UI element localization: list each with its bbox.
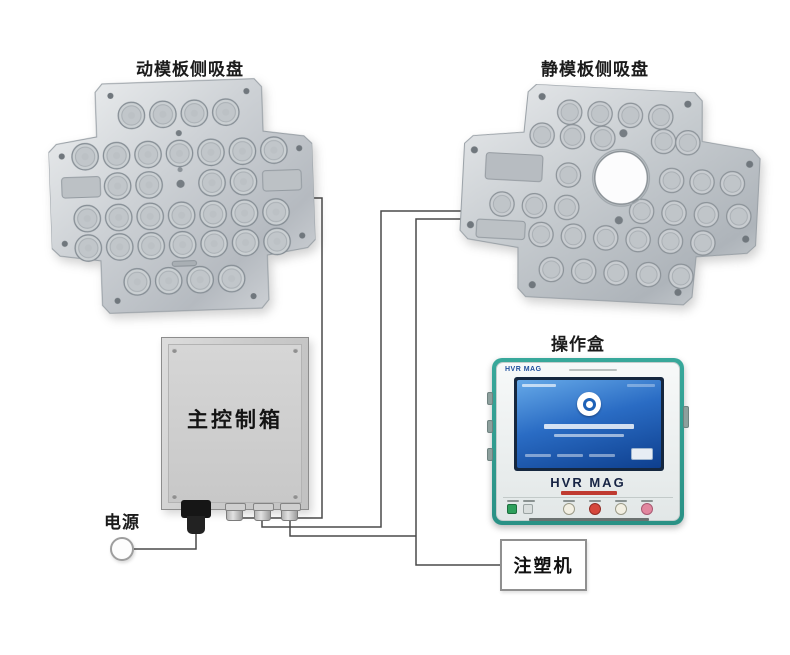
side-connector-tab <box>487 448 493 461</box>
indicator-lamp-red <box>589 503 601 515</box>
wire-static-platen-1 <box>261 210 461 528</box>
locating-ring-hole <box>592 148 651 207</box>
static-platen-chuck <box>459 83 761 306</box>
power-cable-gland <box>181 500 211 518</box>
button-label-text <box>523 500 535 502</box>
indicator-lamp-pink <box>641 503 653 515</box>
panel-brand-subtext <box>561 491 617 495</box>
wire-static-platen-2 <box>415 218 500 566</box>
button-label-text <box>563 500 575 502</box>
side-hinge-tab <box>683 406 689 428</box>
cable-connector-3 <box>280 503 301 521</box>
button-label-text <box>615 500 627 502</box>
cable-connector-1 <box>225 503 246 521</box>
operation-panel: HVR MAG HVR MAG <box>487 358 689 525</box>
panel-face: HVR MAG HVR MAG <box>496 362 680 521</box>
panel-brand-text: HVR MAG <box>550 475 626 490</box>
wire-power <box>134 532 197 550</box>
side-connector-tab <box>487 420 493 433</box>
magnet-glyph-icon <box>582 397 596 411</box>
screen-subtitle-line <box>554 434 624 437</box>
power-cable-gland-body <box>187 516 205 534</box>
side-connector-tab <box>487 392 493 405</box>
panel-brand-small: HVR MAG <box>505 366 542 373</box>
control-box-door <box>168 344 302 503</box>
panel-screen-bezel <box>514 377 664 471</box>
panel-divider <box>503 497 673 498</box>
moving-platen-chuck <box>47 78 317 314</box>
plate-slots-and-holes <box>466 93 754 296</box>
injection-machine-label: 注塑机 <box>513 556 574 576</box>
screen-button <box>631 448 653 460</box>
wire-machine-branch <box>289 521 416 537</box>
screen-title-line <box>544 424 634 429</box>
power-label: 电源 <box>104 513 140 532</box>
power-source-icon <box>110 537 134 561</box>
indicator-lamp <box>563 503 575 515</box>
main-control-box: 主控制箱 <box>161 337 309 510</box>
moving-platen-label: 动模板侧吸盘 <box>136 60 244 79</box>
operation-box-label: 操作盒 <box>551 335 605 354</box>
cable-connector-2 <box>253 503 274 521</box>
plate-slots-and-holes <box>58 88 306 304</box>
injection-machine-box: 注塑机 <box>500 539 587 591</box>
screen-footer-text <box>589 454 615 457</box>
screen-footer-text <box>557 454 583 457</box>
static-platen-label: 静模板侧吸盘 <box>541 60 649 79</box>
screw-icon <box>172 494 177 499</box>
panel-info-text-line <box>529 518 649 521</box>
mag-button <box>507 504 517 514</box>
screw-icon <box>293 494 298 499</box>
screen-footer-text <box>525 454 551 457</box>
demag-button <box>523 504 533 514</box>
screen-text-line <box>627 384 655 387</box>
screw-icon <box>172 348 177 353</box>
panel-screen <box>517 380 661 468</box>
panel-top-text-line <box>569 369 617 371</box>
button-label-text <box>507 500 519 502</box>
screw-icon <box>293 348 298 353</box>
screen-logo-icon <box>577 392 601 416</box>
control-box-label: 主控制箱 <box>187 409 283 432</box>
screen-text-line <box>522 384 556 387</box>
indicator-lamp <box>615 503 627 515</box>
button-label-text <box>589 500 601 502</box>
button-label-text <box>641 500 653 502</box>
